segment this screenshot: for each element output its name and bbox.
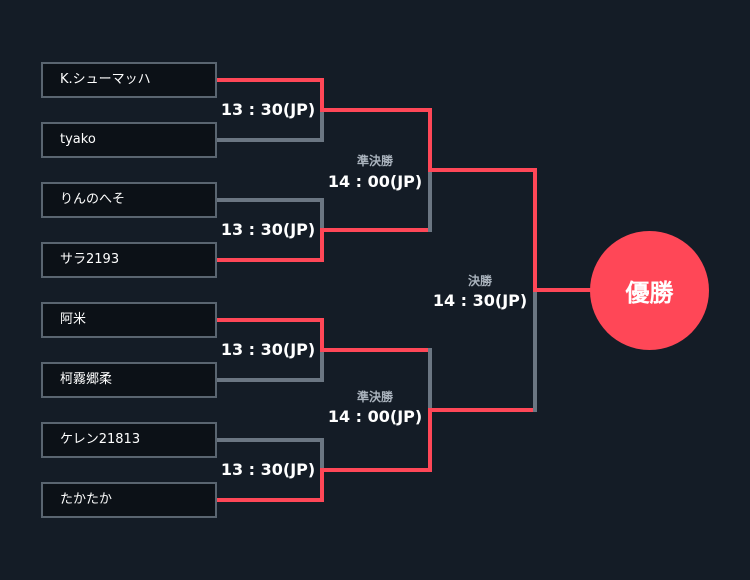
player-box-1[interactable]: K.シューマッハ bbox=[41, 62, 217, 98]
player-box-5[interactable]: 阿米 bbox=[41, 302, 217, 338]
match-time-r1-2: 13 : 30(JP) bbox=[220, 220, 316, 239]
semifinal-time-1: 14 : 00(JP) bbox=[327, 172, 423, 191]
player-box-6[interactable]: 柯霧郷柔 bbox=[41, 362, 217, 398]
match-time-r1-4: 13 : 30(JP) bbox=[220, 460, 316, 479]
player-box-2[interactable]: tyako bbox=[41, 122, 217, 158]
player-box-4[interactable]: サラ2193 bbox=[41, 242, 217, 278]
player-box-7[interactable]: ケレン21813 bbox=[41, 422, 217, 458]
final-label: 決勝 bbox=[467, 274, 492, 288]
player-box-3[interactable]: りんのへそ bbox=[41, 182, 217, 218]
semifinal-time-2: 14 : 00(JP) bbox=[327, 407, 423, 426]
final-time: 14 : 30(JP) bbox=[432, 291, 528, 310]
semifinal-label-1: 準決勝 bbox=[356, 154, 393, 168]
match-time-r1-1: 13 : 30(JP) bbox=[220, 100, 316, 119]
player-box-8[interactable]: たかたか bbox=[41, 482, 217, 518]
semifinal-label-2: 準決勝 bbox=[356, 390, 393, 404]
champion-badge: 優勝 bbox=[590, 231, 709, 350]
match-time-r1-3: 13 : 30(JP) bbox=[220, 340, 316, 359]
